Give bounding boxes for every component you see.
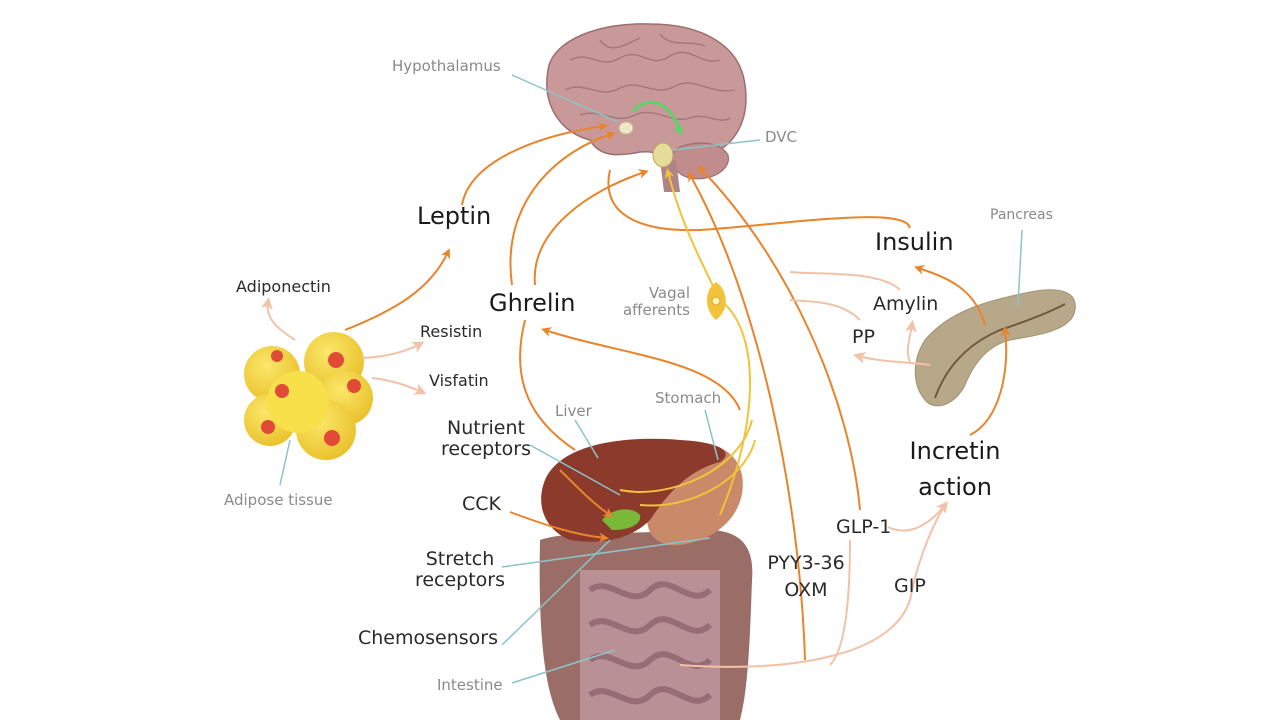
line-intestine-to-glp1	[829, 539, 851, 666]
label-dvc: DVC	[765, 128, 798, 146]
label-cck: CCK	[462, 493, 501, 515]
label-insulin: Insulin	[875, 228, 954, 256]
label-ghrelin: Ghrelin	[489, 289, 576, 317]
digestive-illustration	[539, 438, 753, 720]
label-liver: Liver	[555, 402, 592, 420]
label-adipose-tissue: Adipose tissue	[224, 491, 333, 509]
label-gip: GIP	[894, 575, 926, 597]
label-pancreas: Pancreas	[990, 207, 1053, 223]
vagal-afferent-path	[619, 168, 756, 516]
line-pp-to-brain	[789, 299, 861, 321]
line-amylin-to-brain	[789, 271, 901, 291]
arrow-gip-to-incretin	[679, 504, 946, 668]
arrow-adipose-to-leptin	[344, 248, 450, 331]
vagal-neuron-nucleus	[711, 296, 721, 306]
label-visfatin: Visfatin	[429, 371, 489, 390]
arrow-leptin-to-hypothalamus	[461, 121, 608, 206]
leader-lines	[279, 74, 1023, 684]
label-amylin: Amylin	[873, 293, 939, 315]
label-chemosensors: Chemosensors	[358, 627, 498, 649]
label-adiponectin: Adiponectin	[236, 277, 331, 296]
adipose-tissue-illustration	[244, 332, 373, 460]
label-oxm: OXM	[784, 579, 828, 601]
arrow-glp1-to-incretin	[887, 501, 949, 532]
label-leptin: Leptin	[417, 202, 492, 230]
label-nutrient-receptors: Nutrient receptors	[440, 417, 532, 460]
label-pyy3-36: PYY3-36	[767, 552, 845, 574]
arrow-ghrelin-to-hypothalamus-a	[509, 130, 616, 286]
label-resistin: Resistin	[420, 322, 483, 341]
arrow-cck-to-gallbladder	[509, 511, 609, 543]
label-stomach: Stomach	[655, 389, 722, 407]
label-hypothalamus: Hypothalamus	[392, 57, 501, 75]
arrow-insulin-to-hypothalamus	[607, 169, 911, 232]
feedback-arrow-green	[631, 101, 684, 136]
brain-cerebrum	[546, 23, 747, 160]
arrow-pancreas-to-insulin	[914, 265, 986, 326]
brain-illustration	[546, 23, 747, 192]
small-intestine	[580, 570, 720, 720]
liver-shape	[541, 438, 726, 542]
label-incretin: Incretin	[909, 437, 1001, 465]
arrow-ghrelin-to-dvc	[533, 169, 649, 286]
minor-arrows	[260, 271, 949, 668]
arrow-to-resistin	[361, 341, 425, 359]
arrow-pancreas-to-pp	[853, 352, 931, 366]
brain-gyri	[564, 33, 736, 121]
label-incretin-action: action	[918, 473, 992, 501]
arrow-pyy-to-dvc	[688, 171, 806, 661]
arrow-nutrient-to-liver	[559, 469, 614, 518]
arrow-liver-to-ghrelin	[519, 319, 576, 451]
hormone-arrows	[344, 121, 1011, 661]
label-glp-1: GLP-1	[836, 516, 892, 538]
pancreas-illustration	[914, 289, 1076, 407]
hypothalamus-nucleus	[618, 121, 634, 135]
arrow-pancreas-to-amylin	[905, 320, 917, 363]
arrow-to-visfatin	[371, 377, 427, 395]
arrow-stomach-to-ghrelin	[541, 327, 741, 411]
arrow-glp1-to-dvc	[697, 165, 861, 511]
label-stretch-receptors: Stretch receptors	[414, 548, 506, 591]
label-pp: PP	[852, 326, 875, 348]
dvc-nucleus	[652, 142, 674, 168]
arrow-incretin-to-pancreas	[969, 326, 1011, 436]
label-intestine: Intestine	[437, 676, 503, 694]
arrow-to-adiponectin	[260, 297, 296, 341]
label-vagal-afferents: Vagal afferents	[622, 284, 690, 319]
